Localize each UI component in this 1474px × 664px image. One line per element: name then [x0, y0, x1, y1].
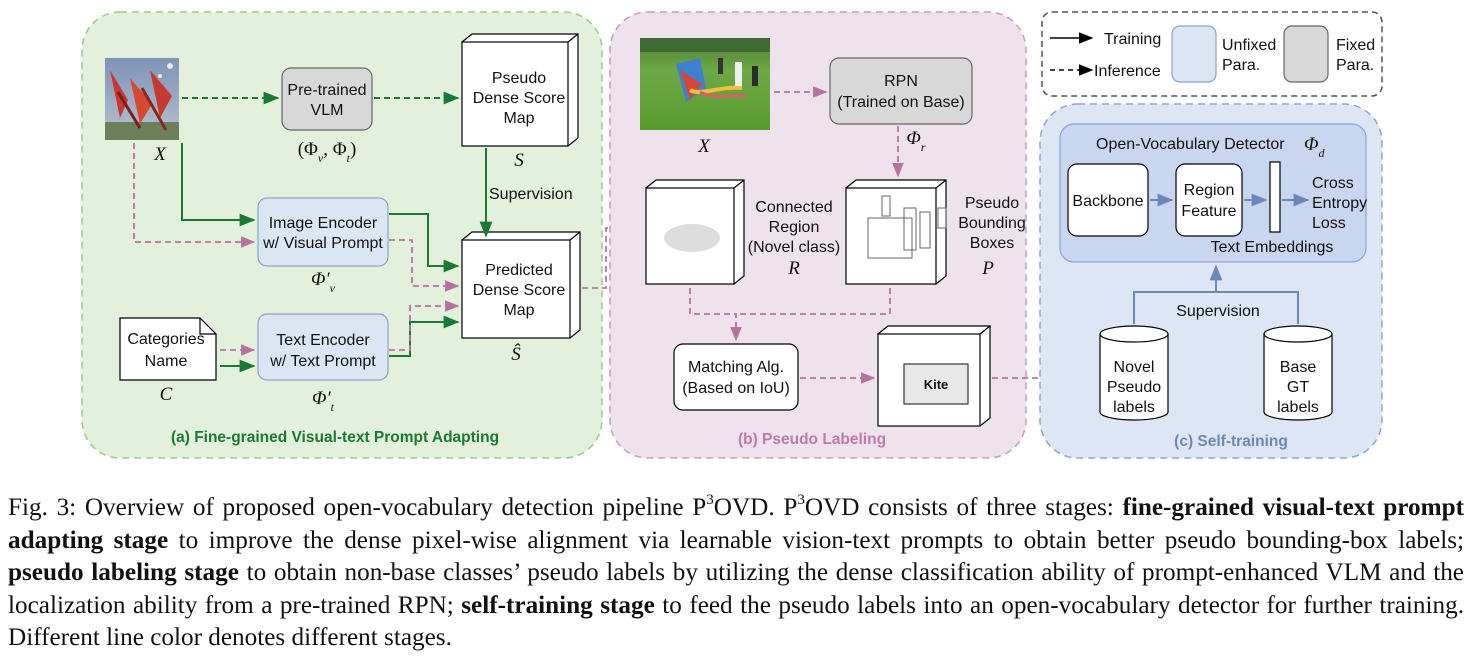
- pretrained-vlm-box: [281, 67, 373, 131]
- boxes-symbol: P: [981, 258, 994, 279]
- legend-training: Training: [1104, 31, 1161, 48]
- region-feature-box: [1175, 163, 1243, 237]
- rpn-label-2: (Trained on Base): [837, 94, 964, 111]
- categories-doc: [119, 317, 217, 381]
- text-encoder-label-2: w/ Text Prompt: [269, 353, 376, 370]
- legend-fixed-2: Para.: [1336, 57, 1374, 74]
- novel-label-3: labels: [1113, 399, 1155, 416]
- figure-caption: Fig. 3: Overview of proposed open-vocabu…: [8, 492, 1464, 655]
- caption-bold-2: pseudo labeling stage: [8, 559, 239, 587]
- base-label-3: labels: [1277, 399, 1319, 416]
- stage-a-title: (a) Fine-grained Visual-text Prompt Adap…: [171, 429, 499, 446]
- image-encoder-label-2: w/ Visual Prompt: [262, 235, 383, 252]
- loss-label-1: Cross: [1312, 175, 1354, 192]
- novel-label-1: Novel: [1114, 359, 1155, 376]
- kite-result-box: [877, 325, 991, 427]
- caption-sup-1: 3: [706, 491, 714, 508]
- boxes-label-1: Pseudo: [965, 195, 1019, 212]
- base-labels-cylinder: [1263, 325, 1333, 421]
- image-symbol-a: X: [153, 144, 167, 165]
- categories-symbol: C: [160, 384, 173, 405]
- pretrained-vlm-label-1: Pre-trained: [287, 82, 366, 99]
- region-symbol: R: [787, 258, 800, 279]
- pseudo-dense-map-box: [461, 33, 579, 147]
- caption-bold-1: fine-grained visual-text prompt adapting…: [8, 494, 1464, 554]
- matching-box: [673, 343, 799, 411]
- kite-image-a: [105, 58, 179, 140]
- kite-label: Kite: [924, 377, 949, 392]
- legend-unfixed-1: Unfixed: [1222, 37, 1276, 54]
- stage-b-title: (b) Pseudo Labeling: [738, 431, 886, 448]
- pseudo-dense-label-3: Map: [503, 110, 534, 127]
- text-embeddings-label: Text Embeddings: [1211, 239, 1334, 256]
- legend-fixed-1: Fixed: [1336, 37, 1375, 54]
- pseudo-dense-symbol: S: [514, 150, 524, 171]
- pseudo-dense-label-2: Dense Score: [473, 90, 566, 107]
- caption-text-3: OVD consists of three stages:: [804, 494, 1123, 521]
- base-label-1: Base: [1280, 359, 1317, 376]
- matching-label-1: Matching Alg.: [688, 359, 784, 376]
- text-encoder-symbol: Φ′t: [312, 388, 335, 414]
- boxes-label-3: Boxes: [970, 235, 1014, 252]
- caption-sup-2: 3: [797, 491, 805, 508]
- pretrained-vlm-label-2: VLM: [311, 102, 344, 119]
- predicted-label-3: Map: [503, 302, 534, 319]
- region-label-3: (Novel class): [748, 239, 840, 256]
- region-label-1: Connected: [755, 199, 832, 216]
- caption-text-6: to feed the pseudo labels into an open-v…: [8, 591, 1465, 652]
- supervision-label-c: Supervision: [1176, 303, 1260, 320]
- image-encoder-label-1: Image Encoder: [269, 215, 378, 232]
- stage-c-arrows: [1133, 193, 1310, 324]
- pseudo-dense-label-1: Pseudo: [492, 70, 546, 87]
- predicted-label-1: Predicted: [485, 262, 553, 279]
- text-encoder-box: [257, 313, 389, 381]
- connected-region-box: [645, 179, 745, 285]
- predicted-symbol: Ŝ: [511, 343, 521, 365]
- caption-text-1: Fig. 3: Overview of proposed open-vocabu…: [8, 494, 707, 521]
- base-label-2: GT: [1287, 379, 1309, 396]
- pipeline-figure: (a) Fine-grained Visual-text Prompt Adap…: [81, 11, 1383, 459]
- novel-labels-cylinder: [1099, 325, 1169, 421]
- categories-label-2: Name: [145, 353, 188, 370]
- legend-unfixed-swatch: [1171, 25, 1217, 83]
- stage-c-title: (c) Self-training: [1174, 433, 1288, 450]
- region-label-2: Region: [769, 219, 820, 236]
- caption-text-2: OVD. P: [713, 494, 798, 521]
- backbone-box: [1067, 163, 1149, 237]
- text-embedding-bar: [1269, 161, 1281, 233]
- image-encoder-box: [257, 197, 389, 267]
- novel-label-2: Pseudo: [1107, 379, 1161, 396]
- predicted-label-2: Dense Score: [473, 282, 566, 299]
- backbone-label: Backbone: [1072, 193, 1143, 210]
- legend-unfixed-2: Para.: [1222, 57, 1260, 74]
- predicted-map-box: [461, 231, 581, 339]
- categories-label-1: Categories: [127, 331, 204, 348]
- supervision-label-a: Supervision: [489, 186, 573, 203]
- pseudo-boxes-box: [845, 179, 947, 285]
- caption-text-5: to obtain non-base classes’ pseudo label…: [8, 559, 1464, 619]
- matching-label-2: (Based on IoU): [682, 380, 790, 397]
- boxes-label-2: Bounding: [958, 215, 1026, 232]
- text-encoder-label-1: Text Encoder: [276, 332, 370, 349]
- detector-title: Open-Vocabulary Detector: [1096, 136, 1285, 153]
- rpn-box: [829, 57, 973, 125]
- legend-inference: Inference: [1094, 63, 1161, 80]
- loss-label-3: Loss: [1312, 215, 1346, 232]
- image-symbol-b: X: [697, 136, 711, 157]
- caption-bold-3: self-training stage: [461, 591, 655, 619]
- kite-image-b: [640, 38, 770, 130]
- rpn-label-1: RPN: [884, 73, 918, 90]
- loss-label-2: Entropy: [1312, 195, 1367, 212]
- region-feature-label-2: Feature: [1181, 203, 1236, 220]
- legend-fixed-swatch: [1283, 25, 1329, 83]
- caption-text-4: to improve the dense pixel-wise alignmen…: [168, 526, 1465, 554]
- region-feature-label-1: Region: [1184, 182, 1235, 199]
